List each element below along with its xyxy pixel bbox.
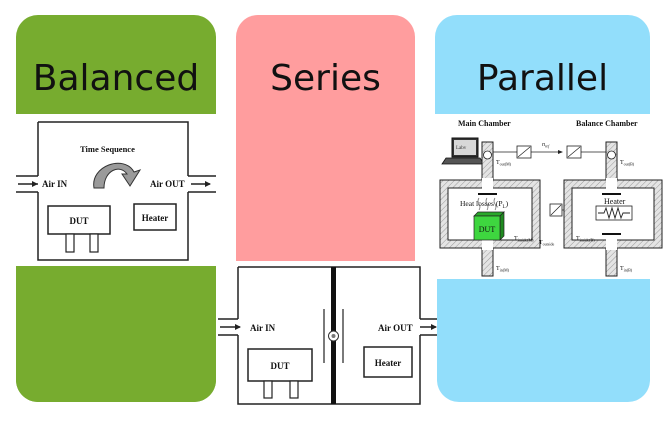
series-heater-box bbox=[363, 346, 413, 378]
series-title-wrap: Series bbox=[236, 58, 415, 102]
balanced-title-wrap: Balanced bbox=[16, 58, 216, 102]
series-diagram: Air IN Air OUT DUT Heater bbox=[218, 263, 440, 408]
balanced-diagram: Air IN Air OUT Time Sequence DUT Heater bbox=[16, 114, 216, 266]
series-card bbox=[236, 15, 415, 261]
balanced-air-out-label: Air OUT bbox=[150, 179, 185, 189]
series-dut-box bbox=[247, 348, 313, 382]
time-sequence-label: Time Sequence bbox=[80, 144, 135, 154]
series-title: Series bbox=[270, 58, 381, 99]
main-chamber-label: Main Chamber bbox=[458, 119, 511, 128]
heat-waves bbox=[477, 197, 497, 211]
n-ref-label: nref bbox=[542, 142, 550, 149]
time-sequence-arrow bbox=[93, 162, 142, 189]
dut-cube-icon bbox=[473, 211, 505, 241]
series-air-in-label: Air IN bbox=[250, 323, 276, 333]
main-bottom-duct bbox=[481, 247, 494, 277]
balanced-heater-box bbox=[133, 203, 177, 231]
balanced-title: Balanced bbox=[32, 58, 200, 99]
t-outside-label: Toutside bbox=[539, 240, 554, 247]
heat-losses-label: Heat losses (PL) bbox=[460, 199, 509, 210]
balanced-air-in-label: Air IN bbox=[42, 179, 68, 189]
balanced-card-bottom-edge bbox=[16, 266, 216, 402]
laptop-icon bbox=[441, 137, 485, 165]
series-air-out-label: Air OUT bbox=[378, 323, 413, 333]
balanced-dut-box bbox=[47, 205, 111, 235]
balanced-dut-label: DUT bbox=[69, 216, 88, 226]
balanced-diagram-svg: Air IN Air OUT Time Sequence DUT Heater bbox=[16, 121, 216, 261]
main-top-fan-icon bbox=[483, 150, 492, 160]
t-out-b-label: Tout(B) bbox=[620, 160, 635, 167]
parallel-card-bottom bbox=[437, 279, 650, 402]
main-top-duct bbox=[481, 141, 494, 183]
parallel-diagram: Main Chamber Balance Chamber Labv Heat l… bbox=[430, 114, 667, 279]
t-out-m-label: Tout(M) bbox=[496, 160, 512, 167]
balanced-heater-label: Heater bbox=[142, 213, 168, 223]
parallel-heater-label: Heater bbox=[604, 197, 626, 206]
balance-top-fan-icon bbox=[607, 150, 616, 160]
parallel-diagram-svg: Main Chamber Balance Chamber Labv Heat l… bbox=[439, 119, 663, 277]
parallel-title: Parallel bbox=[476, 58, 609, 99]
parallel-card-top bbox=[435, 15, 650, 115]
series-dut-label: DUT bbox=[270, 361, 289, 371]
series-diagram-svg: Air IN Air OUT DUT Heater bbox=[218, 266, 440, 405]
balance-bottom-duct bbox=[605, 247, 618, 277]
t-in-m-label: Tin(M) bbox=[496, 266, 510, 273]
balance-chamber-label: Balance Chamber bbox=[576, 119, 638, 128]
t-inside-m-label: Tinside(M) bbox=[514, 236, 534, 243]
balanced-chamber-outline bbox=[37, 121, 189, 261]
laptop-label: Labv bbox=[456, 146, 467, 151]
series-heater-label: Heater bbox=[375, 358, 401, 368]
parallel-dut-label: DUT bbox=[479, 225, 496, 234]
t-in-b-label: Tin(B) bbox=[620, 266, 633, 273]
parallel-title-wrap: Parallel bbox=[435, 58, 650, 102]
balance-top-duct bbox=[605, 141, 618, 183]
series-chamber-outline bbox=[237, 266, 421, 405]
resistor-icon bbox=[598, 206, 630, 220]
t-inside-b-label: Tinside(B) bbox=[576, 236, 595, 243]
